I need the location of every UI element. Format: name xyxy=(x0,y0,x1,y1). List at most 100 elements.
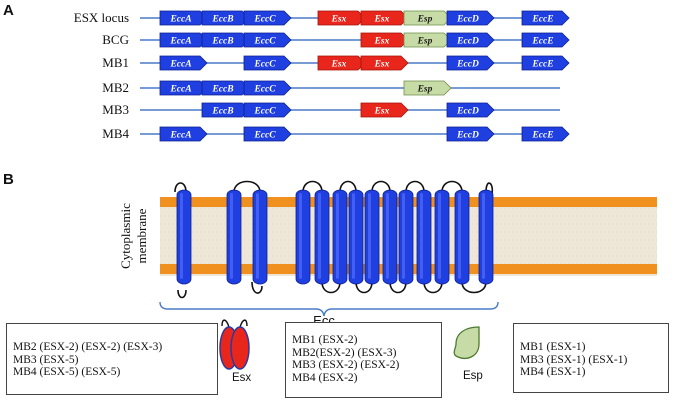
transmembrane-helix xyxy=(252,189,268,285)
gene-label: EccB xyxy=(211,85,233,95)
transmembrane-helix xyxy=(478,189,494,285)
helix-highlight xyxy=(299,193,302,279)
gene-label: EccA xyxy=(169,37,191,47)
loop-bottom-1 xyxy=(251,281,263,294)
loop-bottom-6 xyxy=(461,281,487,294)
helix-highlight xyxy=(336,193,339,279)
annotation-line: MB1 (ESX-1) xyxy=(520,341,586,353)
annotation-box-middle: MB1 (ESX-2) MB2(ESX-2) (ESX-3) MB3 (ESX-… xyxy=(285,322,442,398)
gene-arrow-ecce xyxy=(521,32,570,48)
annotation-line: MB3 (ESX-5) xyxy=(13,353,79,366)
gene-label: EccC xyxy=(253,107,276,117)
transmembrane-helix xyxy=(454,189,470,285)
gene-arrow-eccd xyxy=(446,102,495,118)
gene-label: EccC xyxy=(253,37,276,47)
transmembrane-helix xyxy=(332,189,348,285)
helix-highlight xyxy=(352,193,355,279)
panel-b-label: B xyxy=(3,171,14,188)
helix-highlight xyxy=(368,193,371,279)
gene-label: EccD xyxy=(456,60,479,70)
transmembrane-helices xyxy=(176,189,494,285)
transmembrane-helix xyxy=(434,189,450,285)
gene-arrow-esx xyxy=(360,102,409,118)
gene-arrow-eccc xyxy=(243,126,292,142)
gene-arrow-ecca xyxy=(159,126,208,142)
annotation-box-right: MB1 (ESX-1) MB3 (ESX-1) (ESX-1) MB4 (ESX… xyxy=(513,323,669,393)
membrane-label-line2: membrane xyxy=(134,208,149,263)
transmembrane-helix xyxy=(416,189,432,285)
row-label: BCG xyxy=(102,32,129,47)
transmembrane-helix xyxy=(382,189,398,285)
transmembrane-helix xyxy=(398,189,414,285)
gene-arrow-eccc xyxy=(243,102,292,118)
row-label: ESX locus xyxy=(74,10,129,25)
helix-highlight xyxy=(180,193,183,279)
gene-arrow-eccd xyxy=(446,32,495,48)
gene-label: EccC xyxy=(253,15,276,25)
gene-label: EccA xyxy=(169,85,191,95)
gene-label: Esx xyxy=(331,60,347,70)
gene-label: EccC xyxy=(253,60,276,70)
gene-arrow-eccd xyxy=(446,126,495,142)
gene-label: Esx xyxy=(374,60,390,70)
loop-top-7 xyxy=(485,182,494,195)
transmembrane-helix xyxy=(176,189,192,285)
annotation-line: MB1 (ESX-2) xyxy=(292,334,358,346)
gene-label: EccE xyxy=(531,131,553,141)
gene-arrow-eccc xyxy=(243,55,292,71)
gene-label: EccD xyxy=(456,15,479,25)
helix-highlight xyxy=(420,193,423,279)
helix-highlight xyxy=(482,193,485,279)
loop-bottom-5 xyxy=(423,281,443,294)
gene-label: EccE xyxy=(531,15,553,25)
loop-bottom-3 xyxy=(355,281,373,294)
gene-label: Esx xyxy=(374,15,390,25)
esx-lobe-right xyxy=(230,326,250,370)
esx-stalk-right xyxy=(239,319,248,328)
loop-bottom-4 xyxy=(389,281,407,294)
gene-arrow-eccd xyxy=(446,55,495,71)
ecc-bracket xyxy=(159,301,499,317)
gene-label: EccB xyxy=(211,37,233,47)
annotation-line: MB2 (ESX-2) (ESX-2) (ESX-3) xyxy=(13,341,163,353)
gene-arrow-esx xyxy=(360,55,409,71)
helix-highlight xyxy=(386,193,389,279)
annotation-line: MB3 (ESX-2) (ESX-2) xyxy=(292,359,400,371)
gene-label: EccC xyxy=(253,131,276,141)
loop-top-5 xyxy=(405,180,425,193)
c-terminus-loop xyxy=(177,289,187,299)
loop-top-3 xyxy=(339,180,357,193)
loop-top-1 xyxy=(233,180,261,193)
esx-label: Esx xyxy=(232,372,252,384)
gene-row: MB2 EccA EccB EccC Esp xyxy=(102,80,560,96)
transmembrane-helix xyxy=(295,189,311,285)
n-terminus-loop xyxy=(174,182,187,193)
loop-top-2 xyxy=(302,180,323,193)
gene-label: EccD xyxy=(456,107,479,117)
helix-highlight xyxy=(230,193,233,279)
gene-label: Esp xyxy=(417,85,433,95)
annotation-line: MB3 (ESX-1) (ESX-1) xyxy=(520,353,628,366)
gene-label: EccA xyxy=(169,15,191,25)
membrane-label: Cytoplasmic membrane xyxy=(118,203,149,269)
esp-label: Esp xyxy=(463,370,483,382)
gene-arrow-esp xyxy=(403,80,452,96)
row-label: MB2 xyxy=(102,80,129,95)
gene-label: EccB xyxy=(211,107,233,117)
gene-label: Esx xyxy=(374,107,390,117)
gene-label: EccC xyxy=(253,85,276,95)
gene-arrow-ecce xyxy=(521,126,570,142)
helix-highlight xyxy=(438,193,441,279)
loop-top-6 xyxy=(441,180,463,193)
gene-arrow-eccc xyxy=(243,32,292,48)
loop-top-4 xyxy=(371,180,391,193)
row-label: MB4 xyxy=(102,126,129,141)
gene-arrow-eccc xyxy=(243,80,292,96)
protein-loops xyxy=(174,180,494,299)
